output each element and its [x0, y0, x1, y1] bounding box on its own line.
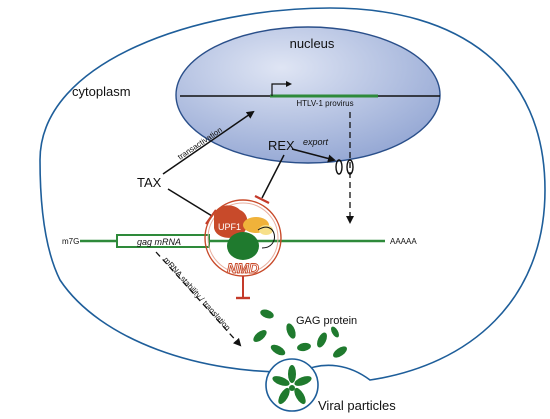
- cell-membrane: [39, 7, 546, 381]
- gag-mrna-label: gag mRNA: [137, 237, 181, 247]
- mrna-stability-label: mRNA stability / translation: [162, 255, 233, 332]
- nmd-complex-ring-inner: [207, 202, 279, 274]
- cytoplasm-label: cytoplasm: [72, 84, 131, 99]
- nmd-label: NMD: [227, 260, 259, 276]
- gag-protein-icon: [317, 332, 327, 348]
- gag-protein-label: GAG protein: [296, 315, 357, 327]
- viral-gag-icon: [289, 385, 295, 391]
- tax-inhibit-line: [167, 188, 213, 217]
- nuclear-pore-left: [335, 159, 343, 175]
- gag-protein-icon: [297, 342, 311, 352]
- upf1-protein-icon: [214, 205, 248, 238]
- provirus-label: HTLV-1 provirus: [296, 99, 353, 108]
- rex-label: REX: [268, 138, 295, 153]
- gag-protein-icon: [333, 346, 347, 358]
- viral-particles-label: Viral particles: [318, 398, 396, 413]
- gag-protein-icon: [260, 309, 274, 319]
- viral-gag-icon: [272, 376, 290, 386]
- export-label: export: [303, 137, 329, 147]
- rex-inhibit-bar: [254, 195, 270, 204]
- promoter-arrowhead-icon: [286, 81, 292, 87]
- ribosome-icon: [227, 232, 259, 260]
- gag-protein-icon: [270, 344, 286, 356]
- transactivation-arrow: [162, 110, 255, 175]
- rex-inhibit-line: [261, 154, 285, 199]
- rex-export-arrow: [291, 148, 336, 163]
- viral-gag-icon: [288, 365, 296, 383]
- gag-protein-icon: [331, 326, 339, 338]
- polya-label: AAAAA: [390, 237, 417, 246]
- viral-gag-icon: [294, 387, 306, 405]
- gag-protein-icon: [286, 323, 296, 339]
- tax-label: TAX: [137, 175, 162, 190]
- upf1-label: UPF1: [218, 222, 241, 232]
- loop-icon: [257, 226, 275, 249]
- m7g-label: m7G: [62, 237, 79, 246]
- yellow-factor-icon: [259, 225, 273, 235]
- viral-gag-icon: [294, 376, 312, 386]
- nucleus-label: nucleus: [290, 36, 335, 51]
- stability-arrow: [155, 251, 242, 347]
- viral-gag-icon: [278, 387, 290, 405]
- promoter-arrow-icon: [271, 83, 288, 96]
- gag-protein-icon: [253, 330, 267, 342]
